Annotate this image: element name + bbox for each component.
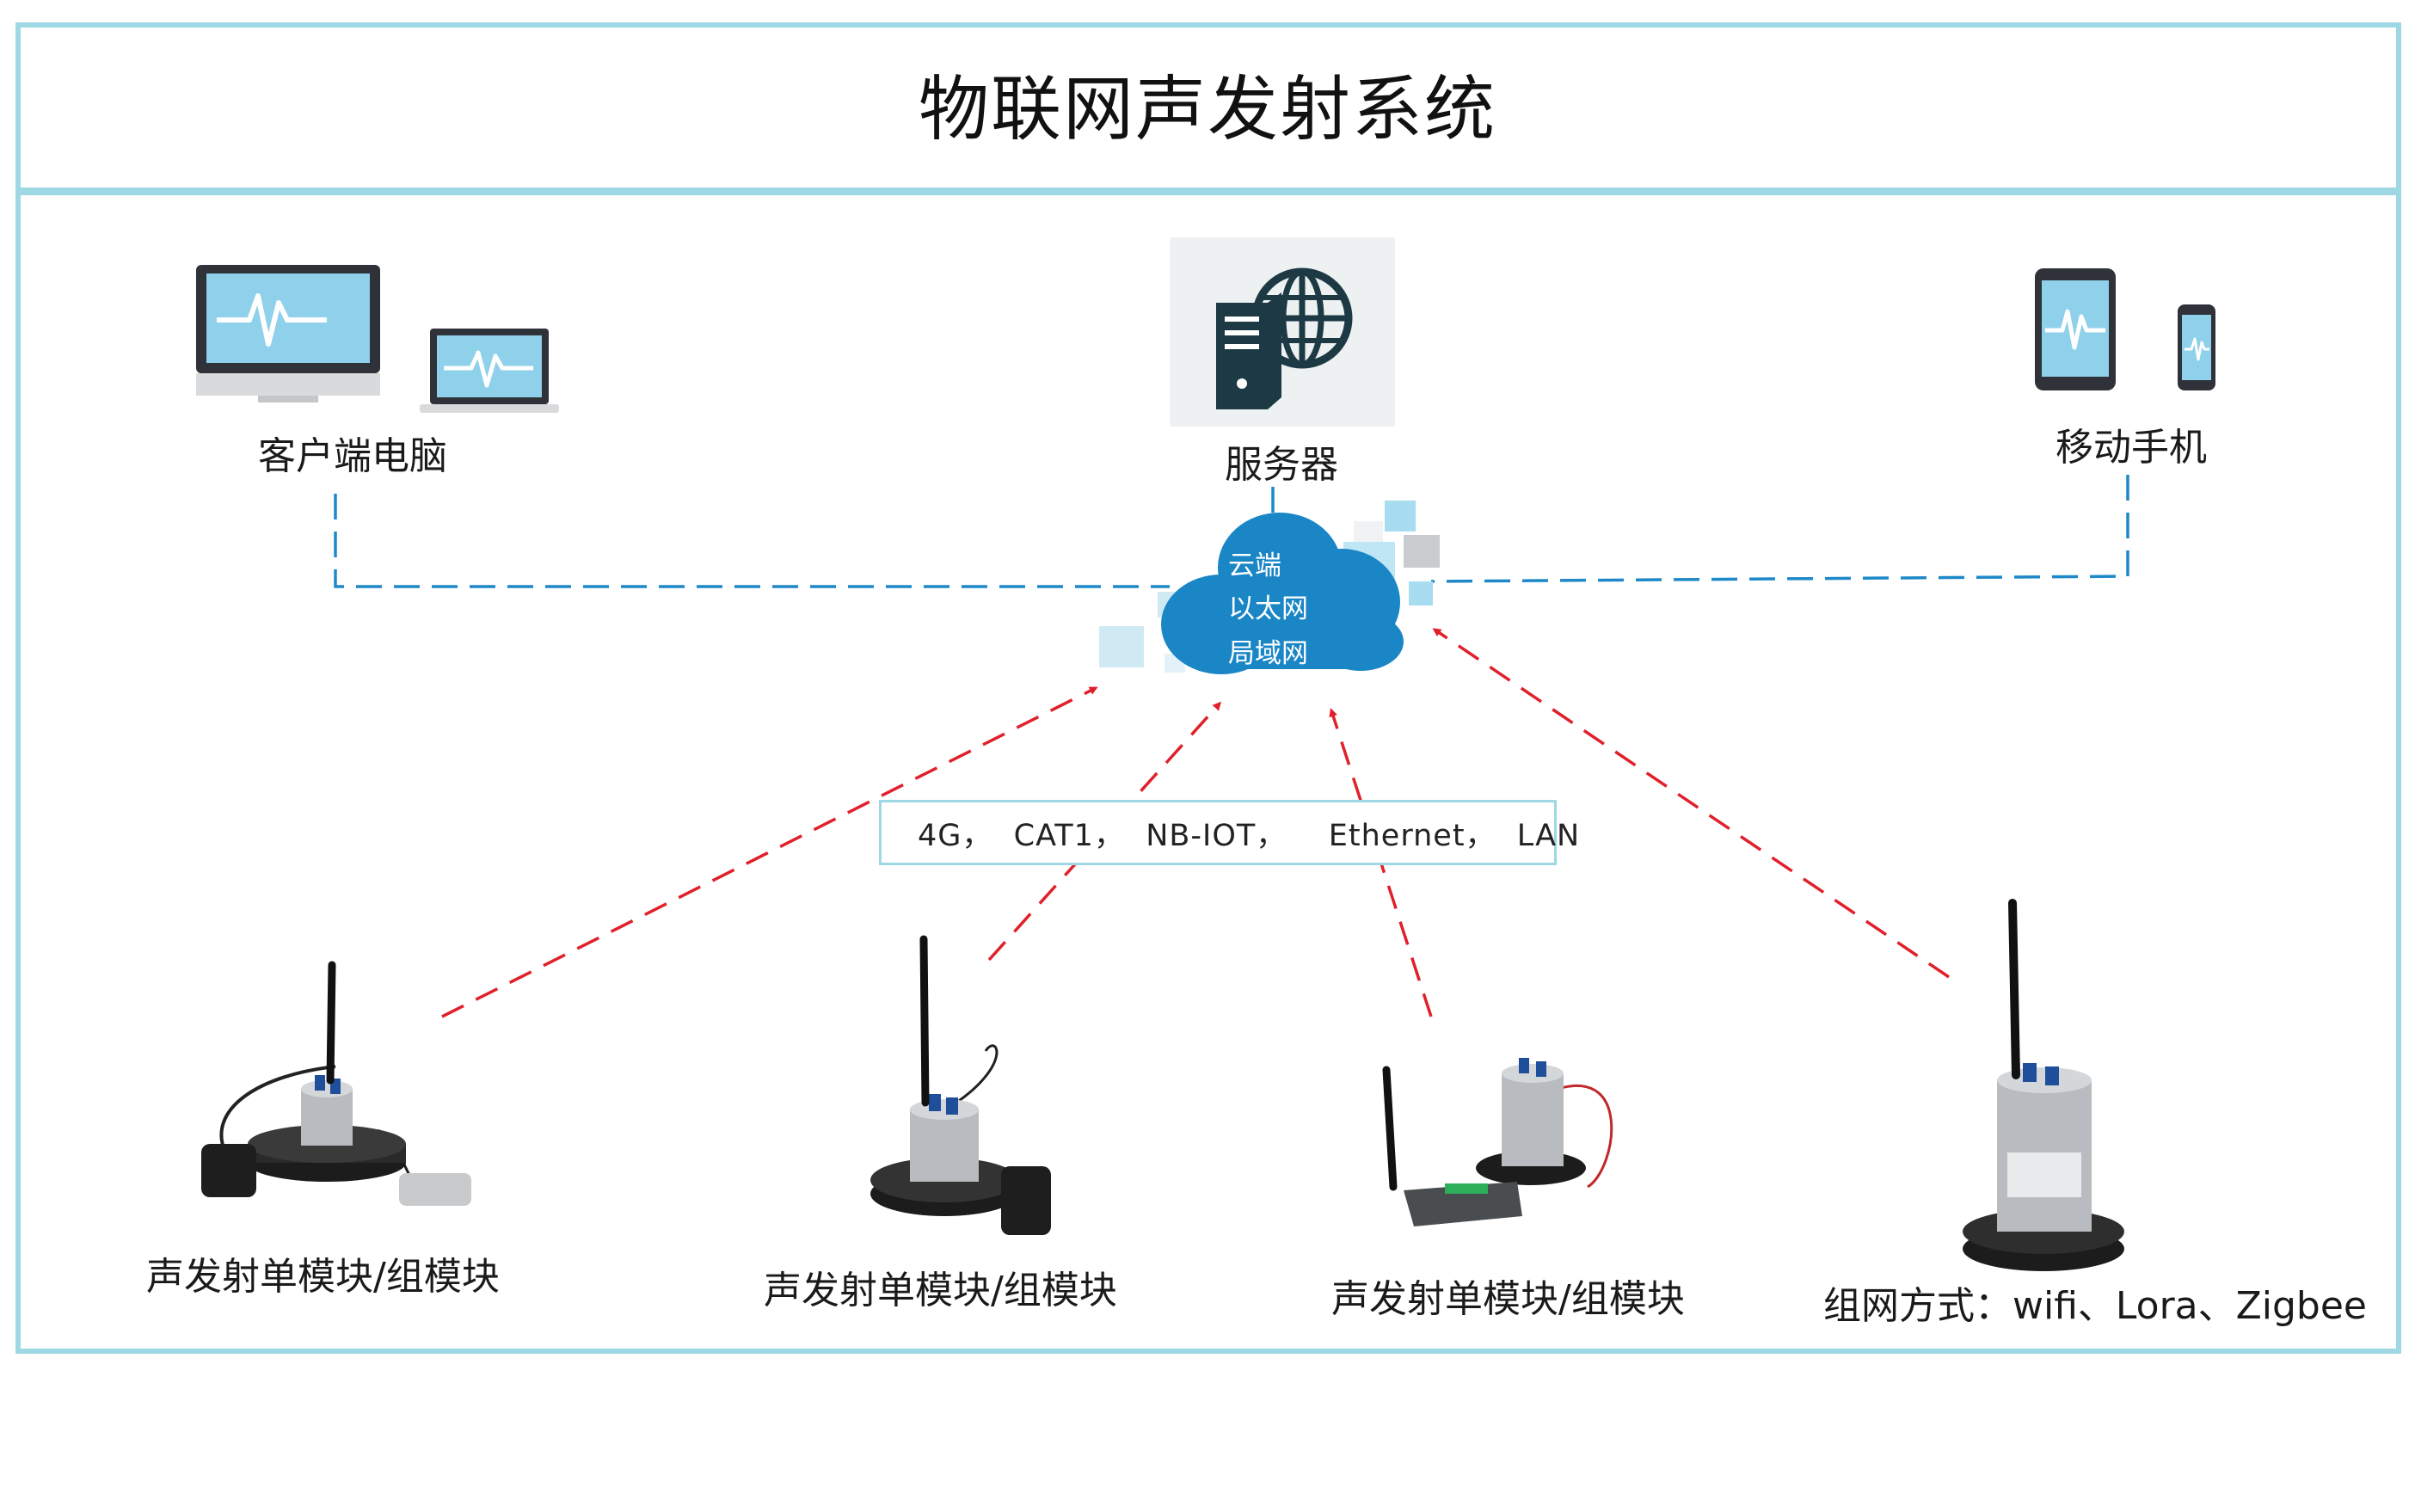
networking-mode-label: 组网方式：wifi、Lora、Zigbee — [1823, 1284, 2368, 1328]
client-computer-icon — [196, 265, 559, 413]
cloud-label-lan: 局域网 — [1228, 638, 1308, 669]
acoustic-module-3-icon — [1382, 1058, 1613, 1226]
cloud-label-cloud: 云端 — [1228, 550, 1281, 581]
network-links — [334, 475, 2129, 588]
module-1-label: 声发射单模块/组模块 — [146, 1255, 500, 1299]
module-2-label: 声发射单模块/组模块 — [764, 1269, 1117, 1312]
mobile-label: 移动手机 — [2056, 426, 2207, 470]
diagram-frame — [15, 191, 2401, 1354]
diagram-title: 物联网声发射系统 — [918, 69, 1496, 151]
arrow-module-1 — [441, 686, 1098, 1018]
server-label: 服务器 — [1225, 443, 1338, 487]
acoustic-module-4-icon — [1963, 899, 2124, 1271]
title-frame — [15, 22, 2401, 193]
acoustic-module-1-icon — [201, 961, 471, 1206]
protocol-box: 4G， CAT1， NB-IOT， Ethernet， LAN — [879, 800, 1579, 865]
client-link — [334, 494, 1170, 588]
cloud-icon — [1161, 513, 1404, 674]
acoustic-module-2-icon — [870, 935, 1051, 1235]
mobile-device-icon — [2035, 268, 2215, 390]
client-label: 客户端电脑 — [258, 434, 447, 478]
cloud-label-ethernet: 以太网 — [1228, 593, 1308, 624]
mobile-link — [1430, 475, 2129, 583]
server-globe-icon — [1170, 237, 1395, 427]
module-3-label: 声发射单模块/组模块 — [1331, 1277, 1685, 1321]
arrow-module-4 — [1432, 628, 1950, 979]
